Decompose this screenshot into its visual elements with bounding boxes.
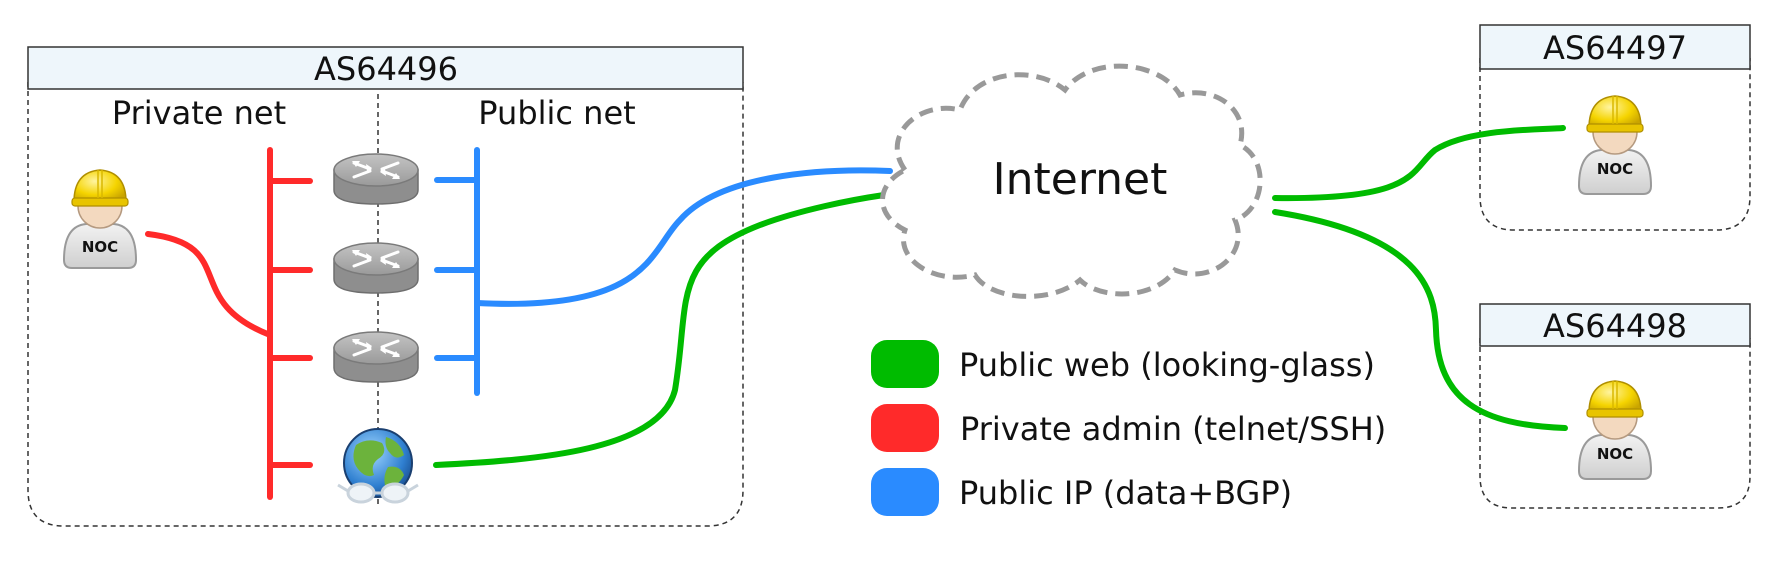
legend-item: Private admin (telnet/SSH) [871, 404, 1386, 452]
noc-label: NOC [1597, 160, 1633, 178]
globe-icon [337, 428, 419, 504]
as-box-main-title: AS64496 [314, 50, 458, 88]
legend-item: Public IP (data+BGP) [871, 468, 1292, 516]
as-box-peer1-header [1479, 24, 1751, 70]
as-box-main-frame [27, 82, 744, 527]
private-bus [145, 147, 313, 500]
as-box-peer1-frame [1479, 58, 1751, 231]
peer-links [1272, 125, 1568, 431]
legend-label: Public IP (data+BGP) [959, 474, 1292, 512]
as-box-peer2-frame [1479, 338, 1751, 509]
public-net-label: Public net [478, 94, 635, 132]
as-box-peer2-title: AS64498 [1543, 307, 1687, 345]
peer2-link [1272, 209, 1568, 431]
legend-label: Public web (looking-glass) [959, 346, 1375, 384]
legend-label: Private admin (telnet/SSH) [960, 410, 1386, 448]
as-box-peer1-title: AS64497 [1543, 29, 1687, 67]
internet-cloud: Internet [880, 63, 1263, 299]
uplink-blue [474, 167, 893, 307]
as-box-main: AS64496 Private net Public net [27, 46, 744, 527]
legend: Public web (looking-glass) Private admin… [871, 340, 1386, 516]
legend-item: Public web (looking-glass) [871, 340, 1375, 388]
noc-label: NOC [1597, 445, 1633, 463]
router-icon [332, 241, 420, 295]
noc-person-icon [1578, 380, 1652, 480]
router-icon [332, 330, 420, 384]
legend-swatch-private [871, 404, 939, 452]
private-net-label: Private net [112, 94, 286, 132]
legend-swatch-web [871, 340, 939, 388]
legend-swatch-public [871, 468, 939, 516]
cloud-icon [880, 63, 1263, 299]
cloud-label: Internet [993, 154, 1168, 205]
noc-admin-link [145, 231, 273, 338]
noc-person-main: NOC [63, 169, 137, 269]
as-box-peer2-header [1479, 303, 1751, 347]
public-bus [434, 147, 893, 396]
peer1-link [1272, 125, 1566, 202]
noc-person-icon [1578, 95, 1652, 195]
router-icon [332, 152, 420, 206]
as-box-peer1: AS64497 NOC [1479, 24, 1751, 231]
uplink-green [433, 192, 887, 468]
as-box-main-header [27, 46, 744, 90]
as-box-peer2: AS64498 NOC [1479, 303, 1751, 509]
noc-label: NOC [82, 238, 118, 256]
